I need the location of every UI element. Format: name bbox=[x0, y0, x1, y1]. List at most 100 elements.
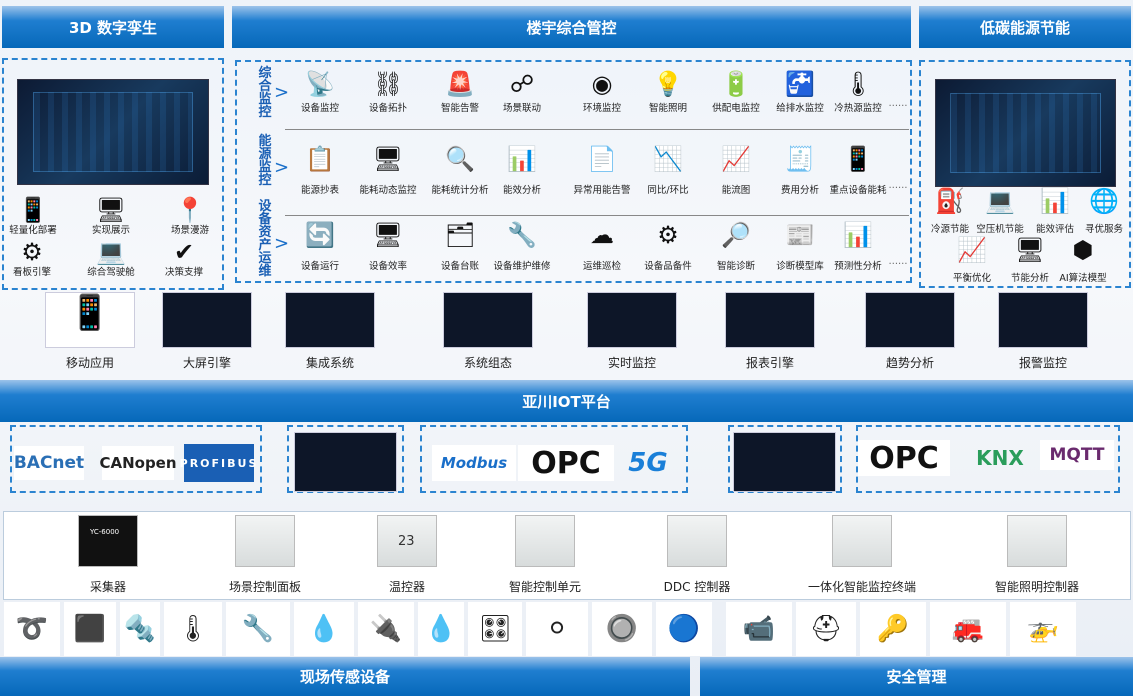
app-thumbnail[interactable] bbox=[443, 292, 533, 348]
energy-item-label[interactable]: 节能分析 bbox=[1010, 273, 1050, 284]
drone-icon: 🚁 bbox=[1010, 602, 1076, 656]
mqtt-logo: MQTT bbox=[1040, 440, 1114, 470]
water-meter-icon: 💧 bbox=[418, 602, 464, 656]
opc-logo: OPC bbox=[858, 440, 950, 476]
wrench-hand-icon: 🔧 bbox=[507, 221, 537, 249]
twin-item-label[interactable]: 轻量化部署 bbox=[9, 225, 57, 236]
function-item-label[interactable]: 智能照明 bbox=[648, 103, 688, 114]
fire-truck-icon: 🚒 bbox=[930, 602, 1006, 656]
energy-item-label[interactable]: 空压机节能 bbox=[976, 224, 1024, 235]
app-label[interactable]: 报警监控 bbox=[1018, 356, 1068, 370]
app-label[interactable]: 大屏引擎 bbox=[182, 356, 232, 370]
function-item-label[interactable]: 设备品备件 bbox=[644, 261, 692, 272]
monitor-globe-icon: 🖥 bbox=[372, 145, 404, 173]
function-item-label[interactable]: 能耗统计分析 bbox=[431, 185, 489, 196]
function-item-label[interactable]: 冷热源监控 bbox=[834, 103, 882, 114]
app-thumbnail[interactable] bbox=[998, 292, 1088, 348]
function-item-label[interactable]: 环境监控 bbox=[582, 103, 622, 114]
iot-platform-bar: 亚川IOT平台 bbox=[0, 380, 1133, 422]
magnify-pulse-icon: 🔎 bbox=[721, 221, 751, 249]
function-item-label[interactable]: 智能诊断 bbox=[716, 261, 756, 272]
function-item-label[interactable]: 费用分析 bbox=[780, 185, 820, 196]
energy-item-label[interactable]: 能效评估 bbox=[1035, 224, 1075, 235]
function-item-label[interactable]: 设备效率 bbox=[368, 261, 408, 272]
bacnet-logo: BACnet bbox=[14, 446, 84, 480]
function-item-label[interactable]: 能流图 bbox=[721, 185, 751, 196]
laptop-chart-icon: 💻 bbox=[96, 238, 126, 266]
device-label: 智能照明控制器 bbox=[994, 580, 1080, 594]
energy-item-label[interactable]: 寻优服务 bbox=[1084, 224, 1124, 235]
app-thumbnail[interactable] bbox=[725, 292, 815, 348]
device-image bbox=[832, 515, 892, 567]
alarm-icon: 🚨 bbox=[445, 70, 475, 98]
monitor-analytics-icon: 📊 bbox=[843, 221, 873, 249]
function-item-label[interactable]: 设备维护维修 bbox=[493, 261, 551, 272]
function-item-label[interactable]: 异常用能告警 bbox=[573, 185, 631, 196]
function-item-label[interactable]: 诊断模型库 bbox=[776, 261, 824, 272]
app-label[interactable]: 报表引擎 bbox=[745, 356, 795, 370]
header-building-control: 楼宇综合管控 bbox=[232, 6, 911, 48]
app-label[interactable]: 集成系统 bbox=[305, 356, 355, 370]
pressure-sensor-icon: 🔩 bbox=[120, 602, 160, 656]
energy-item-label[interactable]: 平衡优化 bbox=[952, 273, 992, 284]
twin-item-label[interactable]: 看板引擎 bbox=[12, 267, 52, 278]
dashboard-icon: 🖥 bbox=[1014, 236, 1046, 264]
function-item-label[interactable]: 运维巡检 bbox=[582, 261, 622, 272]
twin-item-label[interactable]: 综合驾驶舱 bbox=[87, 267, 135, 278]
cable-sensor-icon: ➰ bbox=[4, 602, 60, 656]
twin-item-label[interactable]: 场景漫游 bbox=[170, 225, 210, 236]
device-image bbox=[1007, 515, 1067, 567]
laptop-icon: 💻 bbox=[985, 187, 1015, 215]
faucet-icon: 🚰 bbox=[785, 70, 815, 98]
link-nodes-icon: ☍ bbox=[509, 70, 535, 98]
device-label: 智能控制单元 bbox=[508, 580, 582, 594]
energy-item-label[interactable]: 冷源节能 bbox=[930, 224, 970, 235]
globe-hand-icon: 🌐 bbox=[1089, 187, 1119, 215]
function-item-label[interactable]: 设备台账 bbox=[440, 261, 480, 272]
function-item-label[interactable]: 供配电监控 bbox=[712, 103, 760, 114]
function-item-label[interactable]: 预测性分析 bbox=[834, 261, 882, 272]
energy-item-label[interactable]: AI算法模型 bbox=[1059, 273, 1107, 284]
twin-panel bbox=[2, 58, 224, 290]
phone-gear-icon: 📱 bbox=[843, 145, 873, 173]
function-item-label[interactable]: 给排水监控 bbox=[776, 103, 824, 114]
opc-logo: OPC bbox=[518, 445, 614, 481]
app-label[interactable]: 移动应用 bbox=[65, 356, 115, 370]
app-thumbnail[interactable]: 📱 bbox=[45, 292, 135, 348]
device-label: 一体化智能监控终端 bbox=[807, 580, 917, 594]
energy-screenshot bbox=[935, 79, 1116, 187]
safety-management-bar: 安全管理 bbox=[700, 657, 1133, 696]
function-item-label[interactable]: 场景联动 bbox=[502, 103, 542, 114]
function-item-label[interactable]: 能耗动态监控 bbox=[359, 185, 417, 196]
chevron-right-icon: > bbox=[274, 82, 290, 103]
app-thumbnail[interactable] bbox=[865, 292, 955, 348]
chevron-right-icon: > bbox=[274, 233, 290, 254]
app-label[interactable]: 系统组态 bbox=[463, 356, 513, 370]
function-item-label[interactable]: 设备监控 bbox=[300, 103, 340, 114]
twin-screenshot bbox=[17, 79, 209, 185]
function-item-label[interactable]: 重点设备能耗 bbox=[829, 185, 887, 196]
app-label[interactable]: 趋势分析 bbox=[885, 356, 935, 370]
function-item-label[interactable]: 设备运行 bbox=[300, 261, 340, 272]
device-label: 温控器 bbox=[388, 580, 426, 594]
chevron-right-icon: > bbox=[274, 157, 290, 178]
function-item-label[interactable]: 能效分析 bbox=[502, 185, 542, 196]
function-item-label[interactable]: 能源抄表 bbox=[300, 185, 340, 196]
device-efficiency-icon: 🖥 bbox=[372, 221, 404, 249]
function-item-label[interactable]: 设备拓扑 bbox=[368, 103, 408, 114]
profibus-logo: PROFIBUS bbox=[180, 444, 256, 482]
twin-item-label[interactable]: 实现展示 bbox=[91, 225, 131, 236]
header-3d-twin: 3D 数字孪生 bbox=[2, 6, 224, 48]
ai-icon: ⬢ bbox=[1072, 236, 1094, 264]
function-item-label[interactable]: 同比/环比 bbox=[647, 185, 689, 196]
device-image bbox=[78, 515, 138, 567]
app-thumbnail[interactable] bbox=[162, 292, 252, 348]
app-label[interactable]: 实时监控 bbox=[607, 356, 657, 370]
app-thumbnail[interactable] bbox=[587, 292, 677, 348]
device-label: 采集器 bbox=[89, 580, 127, 594]
function-item-label[interactable]: 智能告警 bbox=[440, 103, 480, 114]
twin-item-label[interactable]: 决策支撑 bbox=[164, 267, 204, 278]
header-label: 楼宇综合管控 bbox=[526, 18, 617, 37]
cctv-camera-icon: 📹 bbox=[726, 602, 792, 656]
app-thumbnail[interactable] bbox=[285, 292, 375, 348]
